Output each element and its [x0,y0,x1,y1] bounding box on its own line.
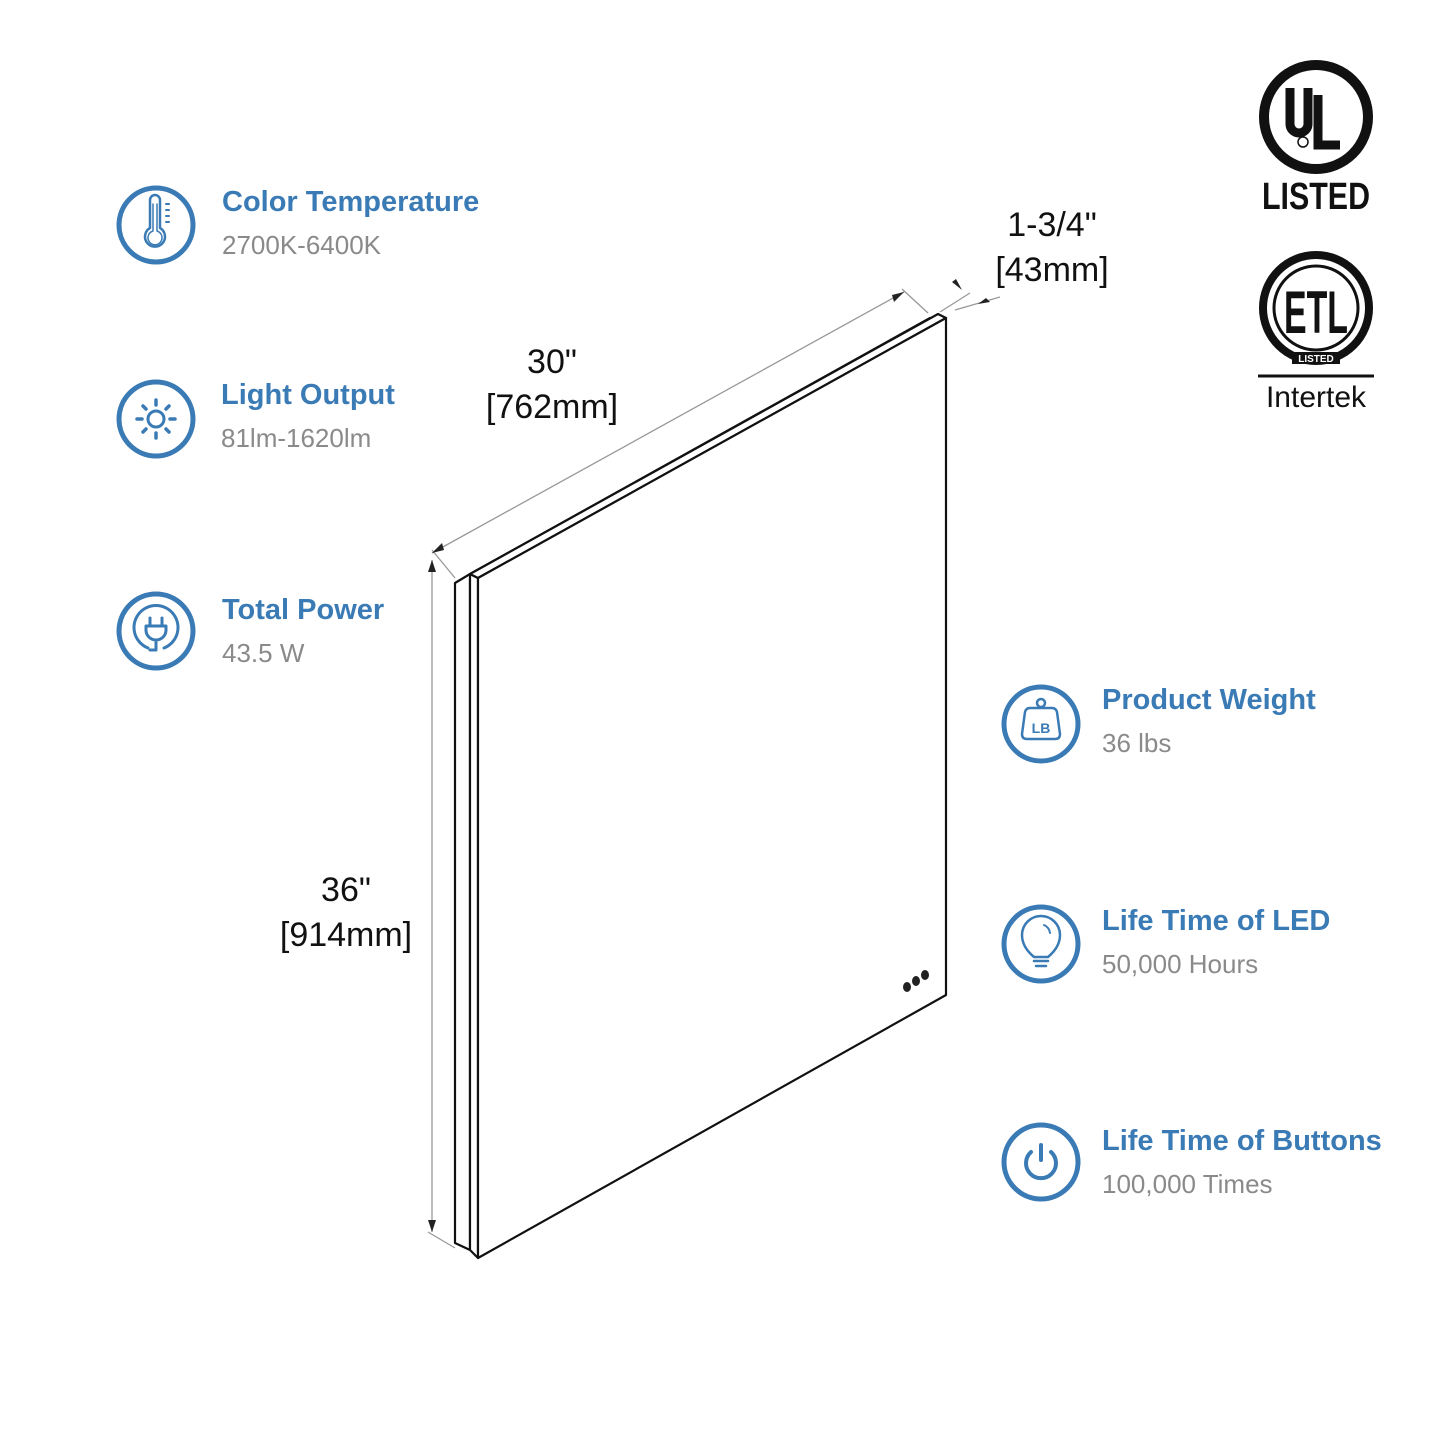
spec-title: Color Temperature [222,186,480,218]
touch-buttons [903,970,929,992]
spec-title: Life Time of LED [1102,905,1331,937]
width-dimension-line [431,291,905,554]
mirror-side [468,572,480,1260]
spec-title: Product Weight [1102,684,1316,716]
height-metric: [914mm] [279,916,413,954]
etl-mark: ETL [1284,279,1348,346]
spec-title: Light Output [221,379,395,411]
spec-title: Total Power [222,594,385,626]
ul-listed-logo [1259,60,1373,174]
spec-title: Life Time of Buttons [1102,1125,1382,1157]
spec-value: 43.5 W [222,638,305,668]
spec-value: 100,000 Times [1102,1169,1273,1199]
width-metric: [762mm] [485,388,619,426]
height-dimension-label: 36" [914mm] [280,868,412,958]
mirror-body [453,312,948,1260]
power-icon [1001,1122,1081,1202]
lightbulb-icon [1001,904,1081,984]
etl-listed-logo: ETL LISTED [1258,251,1374,378]
touch-button [921,970,929,980]
dimension-arrows [428,279,990,1232]
depth-dimension-label: 1-3/4" [43mm] [995,203,1108,293]
width-imperial: 30" [527,343,577,381]
depth-metric: [43mm] [995,251,1109,289]
weight-icon [1001,684,1081,764]
etl-ring-text: LISTED [1298,354,1334,365]
mirror-front-face [476,316,948,1260]
intertek-label: Intertek [1265,381,1367,414]
spec-value: 2700K-6400K [222,230,382,260]
height-imperial: 36" [321,871,371,909]
dimension-lines [427,288,1001,1249]
spec-value: 50,000 Hours [1102,949,1259,979]
spec-value: 81lm-1620lm [221,423,372,453]
width-dimension-label: 30" [762mm] [486,340,618,430]
depth-dimension-line [939,292,971,313]
weight-icon-label: LB [1032,720,1051,736]
sun-icon [116,379,196,459]
depth-imperial: 1-3/4" [1007,206,1097,244]
spec-value: 36 lbs [1102,728,1172,758]
ul-listed-label: LISTED [1261,176,1371,218]
touch-button [903,982,911,992]
plug-icon [116,591,196,671]
thermometer-icon [116,185,196,265]
touch-button [912,976,920,986]
